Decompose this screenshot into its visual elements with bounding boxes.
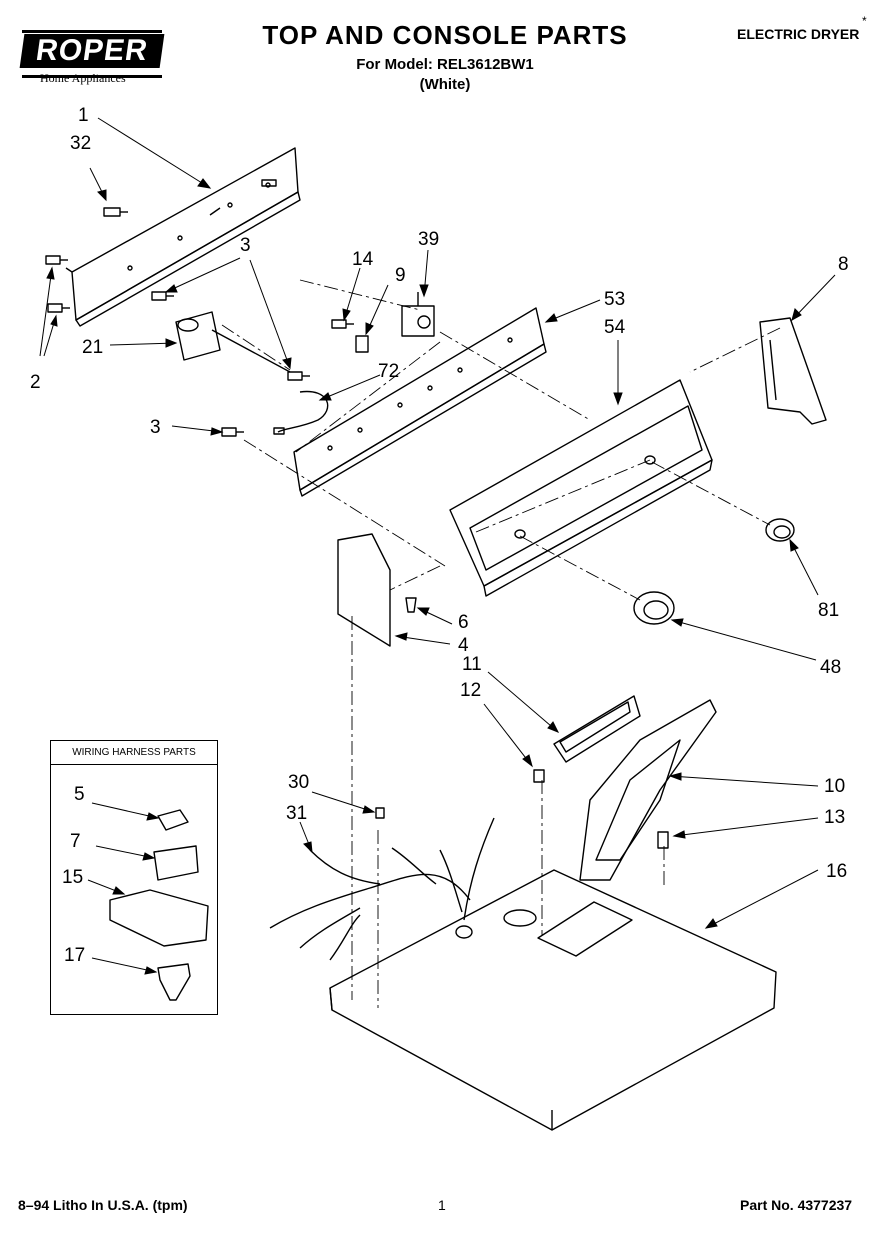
part-console <box>449 379 713 597</box>
callout-9: 9 <box>395 265 406 286</box>
callout-12: 12 <box>460 680 482 701</box>
callout-7: 7 <box>70 831 81 852</box>
footer-part-number: Part No. 4377237 <box>740 1197 853 1213</box>
callout-39: 39 <box>418 229 440 250</box>
brand-logo-frame <box>22 30 162 78</box>
callout-5: 5 <box>74 784 85 805</box>
part-shield <box>337 533 417 647</box>
part-end-cap <box>759 317 827 425</box>
footer-page-number: 1 <box>438 1197 446 1213</box>
part-control-bracket <box>65 147 301 327</box>
wiring-harness-box <box>50 740 218 1015</box>
callout-31: 31 <box>286 803 308 824</box>
callout-16: 16 <box>826 861 848 882</box>
alignment-lines <box>221 279 781 1008</box>
part-timer <box>175 311 291 373</box>
callout-72: 72 <box>378 361 400 382</box>
callout-17: 17 <box>64 945 86 966</box>
part-wire <box>273 390 329 435</box>
footer-print-info: 8–94 Litho In U.S.A. (tpm) <box>18 1197 188 1213</box>
brand-subtitle: Home Appliances <box>40 71 126 85</box>
callout-14: 14 <box>352 249 374 270</box>
callout-53: 53 <box>604 289 626 310</box>
callout-10: 10 <box>824 776 846 797</box>
model-info: For Model: REL3612BW1 (White) <box>300 55 590 95</box>
callout-13: 13 <box>824 807 846 828</box>
callout-6: 6 <box>458 612 469 633</box>
color-line: (White) <box>419 76 471 93</box>
product-mark: * <box>862 14 867 28</box>
callout-15: 15 <box>62 867 84 888</box>
callout-30: 30 <box>288 772 310 793</box>
part-switch <box>355 292 435 353</box>
callout-8: 8 <box>838 254 849 275</box>
callout-3-top: 3 <box>240 235 251 256</box>
callout-1: 1 <box>78 105 89 126</box>
model-line: For Model: REL3612BW1 <box>356 56 534 73</box>
part-screws <box>45 207 354 437</box>
callout-2: 2 <box>30 372 41 393</box>
callout-11: 11 <box>462 654 482 675</box>
part-wiring-harness <box>269 807 495 961</box>
callout-48: 48 <box>820 657 842 678</box>
product-type: ELECTRIC DRYER <box>737 26 860 42</box>
callout-81: 81 <box>818 600 840 621</box>
callout-54: 54 <box>604 317 626 338</box>
part-knobs <box>633 518 795 625</box>
callout-21: 21 <box>82 337 104 358</box>
wiring-harness-title: WIRING HARNESS PARTS <box>72 747 196 758</box>
wiring-harness-divider <box>50 764 218 765</box>
wiring-box-parts <box>109 809 209 1001</box>
part-lint-filter <box>533 695 717 881</box>
callout-32: 32 <box>70 133 92 154</box>
page-title: TOP AND CONSOLE PARTS <box>262 20 628 50</box>
part-top-panel <box>329 869 777 1131</box>
part-front-bracket <box>293 307 547 497</box>
callout-4: 4 <box>458 635 469 656</box>
leader-lines <box>39 117 836 975</box>
callout-3-mid: 3 <box>150 417 161 438</box>
